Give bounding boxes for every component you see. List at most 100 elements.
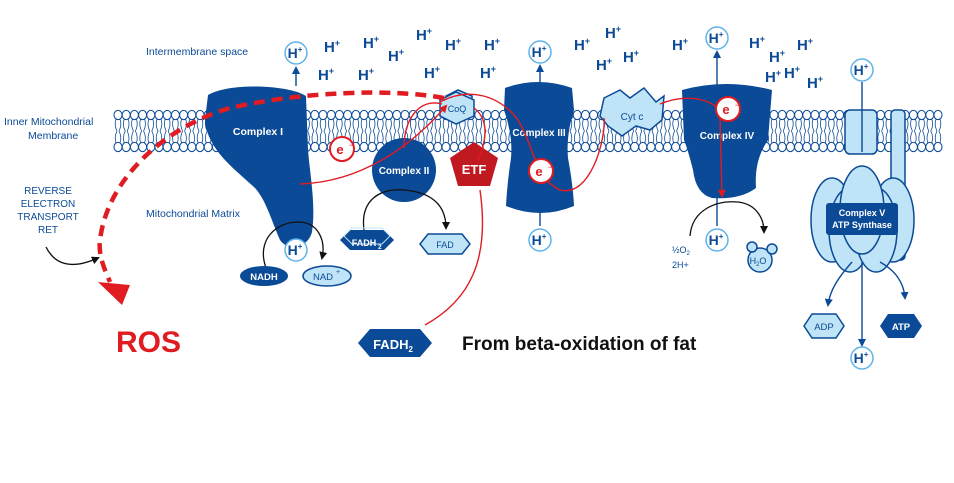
lipid-tail — [360, 118, 368, 132]
lipid-tail — [344, 118, 351, 132]
lipid-tail — [828, 118, 835, 132]
lipid-tail — [131, 118, 138, 132]
lipid-tail — [164, 118, 171, 132]
lipid-head — [113, 109, 123, 121]
lipid-head — [343, 109, 353, 121]
lipid-head — [777, 141, 787, 153]
lipid-tail — [779, 130, 786, 144]
lipid-tail — [393, 118, 400, 132]
lipid-tail — [500, 130, 507, 144]
lipid-tail — [434, 130, 441, 144]
lipid-tail — [836, 130, 843, 144]
lipid-tail — [574, 130, 581, 144]
lipid-head — [605, 141, 615, 153]
svg-text:H+: H+ — [709, 30, 724, 46]
lipid-tail — [664, 130, 671, 144]
lipid-tail — [377, 118, 384, 132]
cyt-c-carrier — [599, 86, 665, 137]
lipid-head — [654, 141, 664, 153]
lipid-head — [113, 141, 123, 153]
svg-text:FADH2: FADH2 — [373, 337, 413, 354]
lipid-tail — [590, 130, 597, 144]
lipid-tail — [910, 118, 917, 132]
lipid-head — [326, 109, 336, 121]
lipid-tail — [319, 130, 327, 144]
lipid-head — [802, 109, 812, 121]
lipid-tail — [180, 130, 187, 144]
proton-ion: H+ — [623, 48, 639, 66]
lipid-head — [433, 141, 443, 153]
label-mitochondrial-matrix: Mitochondrial Matrix — [146, 208, 241, 220]
svg-text:H2O: H2O — [750, 256, 767, 268]
coq-label: CoQ — [448, 104, 467, 114]
ros-arrow-head — [98, 282, 130, 305]
lipid-tail — [311, 130, 318, 144]
lipid-tail — [451, 130, 458, 144]
proton-ion: H+ — [749, 34, 765, 52]
nad-plus: NAD + — [302, 265, 352, 287]
proton-ion: H+ — [807, 74, 823, 92]
etf-carrier — [450, 142, 498, 186]
lipid-tail — [574, 118, 581, 132]
lipid-tail — [582, 118, 589, 132]
lipid-tail — [467, 118, 474, 132]
lipid-tail — [123, 130, 130, 144]
fadh2-beta-oxidation: FADH2 — [358, 329, 432, 357]
complex-ii — [372, 138, 436, 202]
proton-ion-circled: H+ — [850, 346, 874, 370]
svg-text:RET: RET — [38, 225, 58, 236]
lipid-head — [203, 141, 213, 153]
lipid-head — [769, 141, 779, 153]
complex-ii-label: Complex II — [379, 166, 430, 177]
lipid-tail — [352, 118, 359, 132]
lipid-head — [580, 109, 590, 121]
lipid-head — [925, 141, 935, 153]
lipid-head — [589, 109, 599, 121]
lipid-tail — [820, 130, 827, 144]
lipid-head — [392, 109, 402, 121]
ret-pointer-arrow — [45, 246, 100, 265]
lipid-tail — [787, 118, 794, 132]
lipid-head — [835, 141, 845, 153]
svg-text:H+: H+ — [288, 45, 303, 61]
lipid-head — [318, 109, 328, 121]
proton-ion-circled: H+ — [705, 228, 729, 252]
lipid-head — [195, 141, 205, 153]
lipid-head — [876, 109, 886, 121]
lipid-tail — [803, 130, 810, 144]
lipid-head — [810, 141, 820, 153]
svg-text:2: 2 — [378, 244, 382, 251]
complex-iv — [682, 84, 772, 199]
lipid-tail — [664, 118, 671, 132]
lipid-head — [572, 109, 582, 121]
proton-ion: H+ — [416, 26, 432, 44]
lipid-head — [154, 109, 164, 121]
lipid-head — [187, 109, 197, 121]
two-h-plus: 2H+ — [672, 260, 689, 270]
lipid-head — [589, 141, 599, 153]
lipid-head — [646, 141, 656, 153]
lipid-tail — [492, 130, 499, 144]
proton-ion: H+ — [318, 66, 334, 84]
lipid-head — [334, 109, 344, 121]
cyt-c-label: Cyt c — [621, 112, 644, 123]
fad: FAD — [419, 233, 471, 255]
lipid-tail — [196, 118, 204, 132]
lipid-tail — [336, 118, 343, 132]
svg-text:e: e — [722, 102, 729, 117]
proton-ion: H+ — [358, 66, 374, 84]
lipid-tail — [910, 130, 917, 144]
lipid-tail — [795, 130, 802, 144]
half-o2: ½O2 — [672, 245, 691, 257]
lipid-tail — [926, 118, 933, 132]
ros-label: ROS — [116, 326, 181, 359]
proton-ion: H+ — [484, 36, 500, 54]
lipid-tail — [770, 118, 778, 132]
svg-text:H+: H+ — [288, 242, 303, 258]
nadh: NADH — [240, 266, 288, 286]
proton-ion: H+ — [388, 47, 404, 65]
lipid-head — [621, 141, 631, 153]
svg-text:REVERSE: REVERSE — [24, 186, 72, 197]
svg-text:TRANSPORT: TRANSPORT — [17, 212, 79, 223]
